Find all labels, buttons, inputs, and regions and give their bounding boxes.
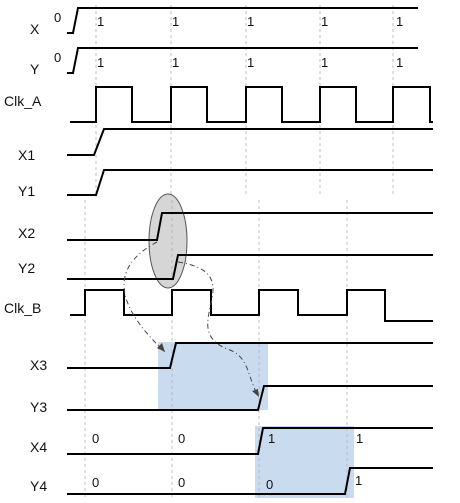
waveform-y4 (67, 467, 433, 495)
waveform-x1 (67, 128, 433, 156)
signal-label-y2: Y2 (18, 260, 35, 276)
x-value-3: 1 (247, 14, 254, 29)
y-value-0: 0 (54, 50, 61, 65)
signal-label-x1: X1 (18, 147, 35, 163)
x4-y4-highlight-box (255, 426, 354, 498)
signal-label-y: Y (30, 61, 40, 77)
signal-label-x2: X2 (18, 225, 35, 241)
y4-value-2: 0 (266, 477, 273, 492)
signal-label-x3: X3 (30, 357, 47, 373)
waveform-x4 (67, 427, 433, 455)
y-value-1: 1 (97, 55, 104, 70)
signal-label-x: X (30, 21, 40, 37)
x4-value-0: 0 (92, 431, 99, 446)
y4-value-3: 1 (355, 473, 362, 488)
signal-label-clk-b: Clk_B (4, 300, 41, 316)
signal-label-y1: Y1 (18, 183, 35, 199)
waveform-clk-a (70, 86, 433, 123)
waveform-y (67, 47, 418, 74)
waveform-clk-b (70, 289, 433, 322)
x-value-4: 1 (321, 14, 328, 29)
x3-y3-highlight-box (158, 342, 268, 410)
x4-value-2: 1 (268, 431, 275, 446)
x-value-0: 0 (54, 10, 61, 25)
signal-label-clk-a: Clk_A (4, 93, 42, 109)
signal-label-y3: Y3 (30, 399, 47, 415)
waveform-y2 (67, 254, 433, 280)
signal-label-x4: X4 (30, 439, 47, 455)
arrow-x2-to-x3 (123, 241, 166, 353)
y-value-3: 1 (247, 55, 254, 70)
x4-value-1: 0 (178, 431, 185, 446)
y4-value-0: 0 (92, 475, 99, 490)
y4-value-1: 0 (178, 475, 185, 490)
waveform-y3 (67, 385, 433, 411)
y-value-4: 1 (321, 55, 328, 70)
arrow-y2-to-y3 (177, 261, 259, 396)
x-value-5: 1 (396, 14, 403, 29)
y-value-5: 1 (396, 55, 403, 70)
waveform-x3 (67, 342, 433, 369)
waveform-x2 (67, 212, 433, 241)
clk-a-guides (95, 5, 394, 195)
x-value-1: 1 (97, 14, 104, 29)
waveform-y1 (67, 169, 433, 196)
signal-label-y4: Y4 (30, 478, 47, 494)
x4-value-3: 1 (356, 431, 363, 446)
propagation-arrows (123, 241, 259, 397)
waveform-x (67, 7, 418, 34)
y-value-2: 1 (172, 55, 179, 70)
x-value-2: 1 (172, 14, 179, 29)
